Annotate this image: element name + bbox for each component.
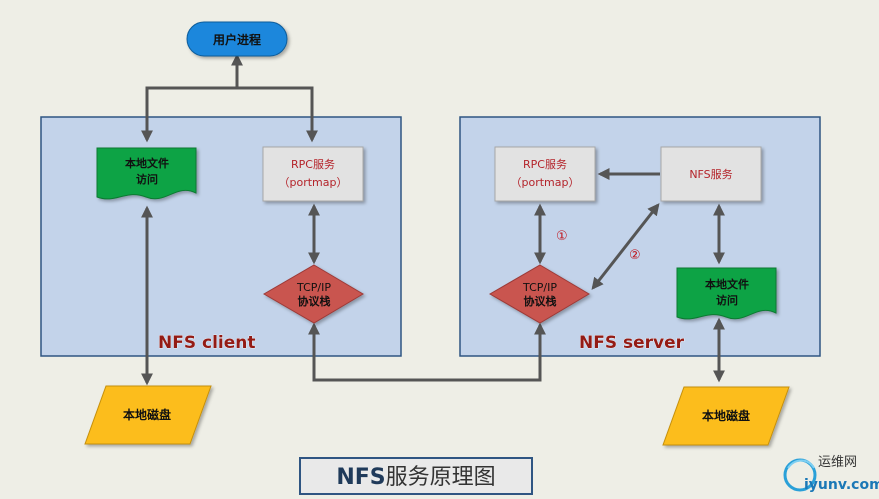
server-rpc-box (494, 146, 596, 202)
client-file-access-label-2: 访问 (136, 172, 158, 186)
watermark-logo (783, 458, 817, 492)
server-nfs-label: NFS服务 (689, 168, 732, 181)
server-tcpip-diamond (489, 264, 590, 324)
server-disk-label: 本地磁盘 (702, 408, 750, 423)
server-file-access-label-1: 本地文件 (705, 277, 749, 291)
caption-box (299, 457, 533, 495)
client-rpc-box (262, 146, 364, 202)
caption-prefix: NFS (336, 465, 385, 490)
caption-suffix: 服务原理图 (386, 465, 496, 490)
server-file-access-label-2: 访问 (716, 293, 738, 307)
client-rpc-label-2: （portmap） (279, 176, 348, 189)
client-title: NFS client (158, 333, 256, 353)
watermark-text-1: 运维网 (818, 455, 857, 470)
step-2-marker: ② (629, 248, 641, 263)
server-title: NFS server (579, 333, 685, 353)
server-disk-shape (662, 386, 790, 446)
client-disk-shape (84, 385, 212, 445)
client-file-access-label-1: 本地文件 (125, 156, 169, 170)
caption-text: NFS服务原理图 (336, 465, 495, 490)
client-rpc-label-1: RPC服务 (291, 158, 335, 171)
watermark-text-2: iyunv.com (804, 477, 879, 493)
user-process-label: 用户进程 (212, 32, 261, 47)
step-1-marker: ① (556, 229, 568, 244)
client-tcpip-diamond (263, 264, 364, 324)
server-rpc-label-1: RPC服务 (523, 158, 567, 171)
connectors (141, 53, 725, 386)
client-tcpip-label-1: TCP/IP (296, 281, 331, 294)
client-disk-label: 本地磁盘 (123, 407, 171, 422)
client-tcpip-label-2: 协议栈 (298, 294, 331, 308)
server-rpc-label-2: （portmap） (511, 176, 580, 189)
server-tcpip-label-2: 协议栈 (524, 294, 557, 308)
server-tcpip-label-1: TCP/IP (522, 281, 557, 294)
user-process-node (186, 21, 288, 57)
server-nfs-tcp-arrow (591, 203, 660, 290)
server-nfs-box (660, 146, 762, 202)
client-file-access-shape (96, 147, 197, 200)
client-top-bar (141, 86, 318, 143)
server-file-access-shape (676, 267, 777, 320)
network-link (308, 322, 546, 382)
